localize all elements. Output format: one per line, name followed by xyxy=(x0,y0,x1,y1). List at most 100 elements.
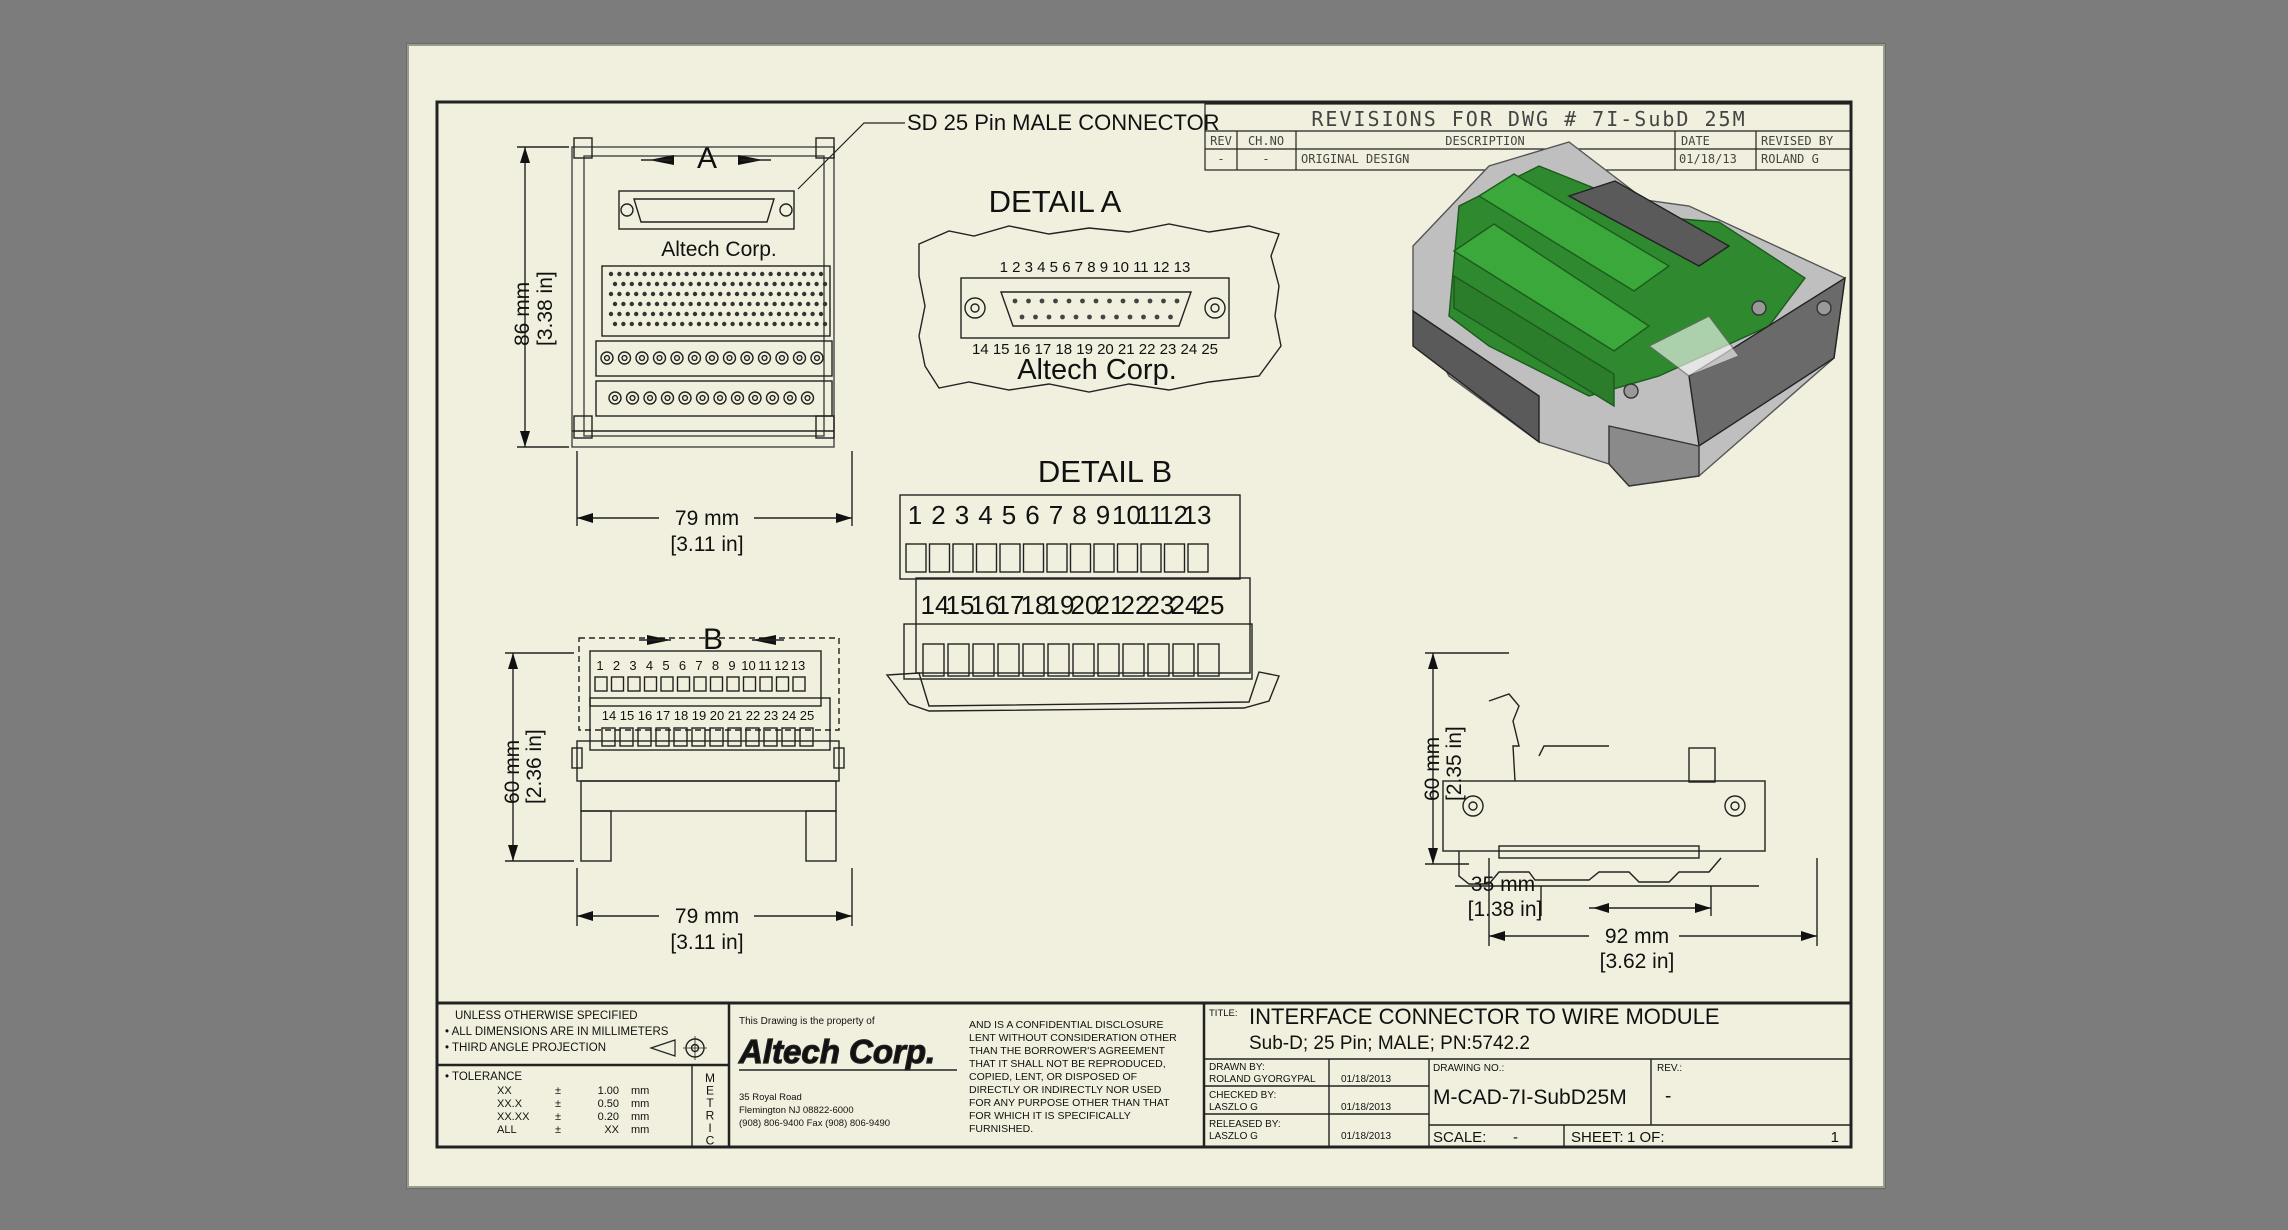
pcb-pad xyxy=(793,291,798,297)
tolerance-symbol: ± xyxy=(555,1098,561,1110)
terminal-cell xyxy=(759,676,773,692)
terminal-cell xyxy=(763,727,778,747)
pcb-pad xyxy=(806,281,811,287)
pin-label: 9 xyxy=(728,658,735,673)
terminal-screw xyxy=(783,391,797,405)
pin-label: 24 xyxy=(1171,590,1200,620)
terminal-screw xyxy=(678,391,692,405)
pcb-pad xyxy=(760,291,765,297)
pcb-pad xyxy=(797,321,802,327)
view-b-width-mm: 79 mm xyxy=(675,905,739,928)
pcb-pad xyxy=(776,271,782,277)
pcb-pad xyxy=(650,291,656,297)
terminal-cell xyxy=(655,727,670,747)
checked-by-label: CHECKED BY: xyxy=(1209,1090,1276,1101)
terminal-cell xyxy=(997,643,1020,677)
detail-a-title: DETAIL A xyxy=(989,184,1122,219)
terminal-screw xyxy=(726,354,733,362)
dsub-pin xyxy=(1066,298,1072,304)
tolerance-name: XX.X xyxy=(497,1098,523,1110)
pcb-pad xyxy=(822,281,828,287)
terminal-cell xyxy=(952,543,974,573)
tolerance-symbol: ± xyxy=(555,1085,561,1097)
pin-label: 25 xyxy=(1196,590,1225,620)
dsub-pin xyxy=(1039,298,1045,304)
tolerance-label: • TOLERANCE xyxy=(445,1071,522,1083)
side-width-in: [3.62 in] xyxy=(1600,950,1675,973)
checked-date: 01/18/2013 xyxy=(1341,1102,1391,1113)
terminal-cell xyxy=(709,727,724,747)
terminal-screw xyxy=(664,394,671,402)
drawing-border xyxy=(435,100,1853,1149)
pcb-pad xyxy=(789,321,794,327)
disclosure-line: THAT IT SHALL NOT BE REPRODUCED, xyxy=(969,1058,1166,1070)
terminal-screw xyxy=(734,394,741,402)
pcb-pad xyxy=(780,301,786,307)
side-height-mm: 60 mm xyxy=(1421,737,1444,801)
terminal-cell xyxy=(1072,643,1095,677)
pcb-pad xyxy=(667,311,672,317)
sheet-total: 1 xyxy=(1831,1129,1839,1146)
terminal-screw xyxy=(796,354,803,362)
metric-letter: M xyxy=(705,1071,715,1085)
pcb-pad xyxy=(688,321,693,327)
pin-label: 12 xyxy=(1159,500,1188,530)
description-header: DESCRIPTION xyxy=(1445,134,1524,148)
terminal-screw xyxy=(792,351,807,365)
pcb-pad xyxy=(709,291,714,297)
pcb-pad xyxy=(625,311,630,317)
address-line-1: 35 Royal Road xyxy=(739,1092,802,1103)
pcb-pad xyxy=(810,271,815,277)
pcb-pad xyxy=(785,271,790,277)
unless-note: UNLESS OTHERWISE SPECIFIED xyxy=(455,1010,638,1022)
drawn-date: 01/18/2013 xyxy=(1341,1074,1391,1085)
pin-label: 5 xyxy=(662,658,669,673)
terminal-screw xyxy=(761,354,768,362)
rev-value: - xyxy=(1217,152,1224,166)
terminal-screw xyxy=(652,351,667,365)
tolerance-value: 1.00 xyxy=(598,1085,619,1097)
pcb-pad xyxy=(738,281,744,287)
pcb-pad xyxy=(671,281,676,287)
terminal-screw xyxy=(670,351,684,365)
tolerance-unit: mm xyxy=(631,1111,649,1123)
pcb-pad xyxy=(654,301,660,307)
rev-block-label: REV.: xyxy=(1657,1063,1682,1074)
pcb-pad xyxy=(642,291,647,297)
pcb-pad xyxy=(650,271,656,277)
pcb-pad xyxy=(696,301,702,307)
terminal-cell xyxy=(601,727,616,747)
terminal-cell xyxy=(643,676,658,692)
pcb-pad xyxy=(654,281,660,287)
pin-label: 2 xyxy=(931,500,945,530)
description-value: ORIGINAL DESIGN xyxy=(1301,152,1409,166)
terminal-cell xyxy=(975,543,998,573)
terminal-cell xyxy=(709,676,724,692)
company-logo: Altech Corp. xyxy=(738,1033,935,1070)
scale-value: - xyxy=(1513,1129,1518,1146)
dsub-pin xyxy=(1026,298,1031,304)
dsub-pin xyxy=(1120,298,1126,304)
terminal-screw xyxy=(751,394,759,402)
pcb-pad xyxy=(780,321,786,327)
terminal-cell xyxy=(610,676,625,692)
pcb-pad xyxy=(810,291,815,297)
metric-letter: E xyxy=(706,1084,714,1098)
technical-drawing: A Altech Corp. SD 25 Pin MALE CONNECTOR … xyxy=(435,100,1853,1149)
pcb-pad xyxy=(755,321,760,327)
pcb-pad xyxy=(818,311,824,317)
pin-label: 1 xyxy=(908,500,922,530)
pcb-pad xyxy=(676,311,681,317)
pcb-pad xyxy=(646,301,651,307)
date-value: 01/18/13 xyxy=(1679,152,1737,166)
pcb-pad xyxy=(684,271,689,277)
terminal-screw xyxy=(708,354,716,362)
pcb-pad xyxy=(621,301,626,307)
released-by-label: RELEASED BY: xyxy=(1209,1119,1281,1130)
terminal-cell xyxy=(1140,543,1162,573)
isometric-view xyxy=(1412,141,1846,487)
pcb-pad xyxy=(818,271,824,277)
